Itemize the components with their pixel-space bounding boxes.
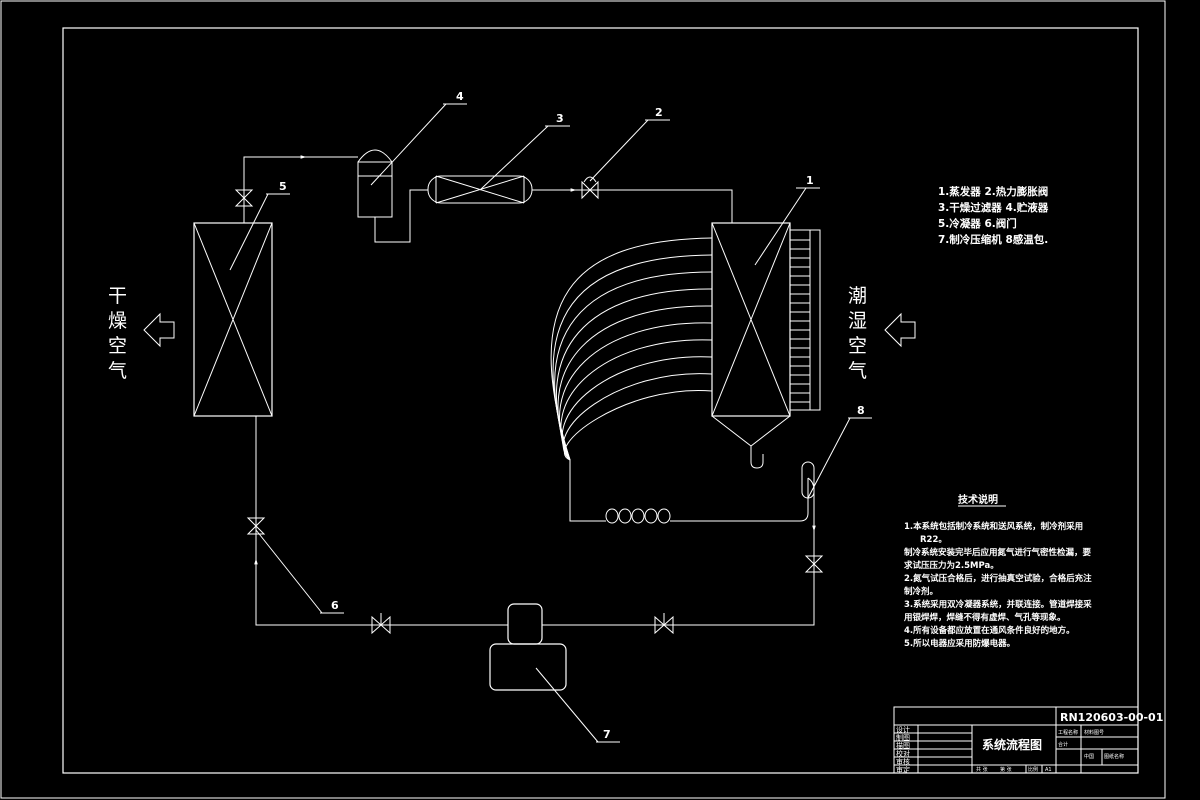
svg-text:共 张: 共 张: [976, 766, 988, 773]
svg-text:工程名称: 工程名称: [1058, 729, 1078, 736]
drawing-title: 系统流程图: [982, 737, 1042, 752]
svg-text:气: 气: [108, 360, 127, 382]
label-evaporator: 1: [806, 174, 814, 187]
distributor-capillaries: [550, 237, 713, 461]
svg-text:3.系统采用双冷凝器系统，并联连接。管道焊接采: 3.系统采用双冷凝器系统，并联连接。管道焊接采: [904, 599, 1092, 610]
svg-text:审定: 审定: [896, 765, 910, 774]
svg-text:制图: 制图: [896, 733, 910, 742]
svg-text:比例: 比例: [1028, 766, 1038, 773]
capillary-coil: [605, 508, 671, 524]
humid-air-arrow-icon: [884, 312, 916, 348]
dry-air-text: 干 燥 空 气: [108, 285, 127, 382]
svg-text:7.制冷压缩机 8感温包.: 7.制冷压缩机 8感温包.: [938, 233, 1048, 246]
label-drier-filter: 3: [556, 112, 564, 125]
condenser: [193, 222, 273, 417]
svg-text:空: 空: [848, 335, 867, 357]
svg-text:气: 气: [848, 360, 867, 382]
valve-compressor-inlet: [371, 613, 391, 635]
svg-text:校对: 校对: [896, 749, 910, 758]
svg-text:潮: 潮: [848, 285, 867, 307]
humid-air-text: 潮 湿 空 气: [848, 285, 867, 382]
evaporator-fins: [790, 239, 810, 403]
title-block: RN120603-00-01 系统流程图 设计 制图 描图 校对 审核 审定 工…: [893, 706, 1163, 774]
label-compressor: 7: [603, 728, 611, 741]
svg-text:合计: 合计: [1058, 741, 1068, 748]
piping: [243, 155, 816, 626]
label-sensing-bulb: 8: [857, 404, 865, 417]
valve-condenser-outlet: [234, 189, 254, 207]
component-legend: 1.蒸发器 2.热力膨胀阀 3.干燥过滤器 4.贮液器 5.冷凝器 6.阀门 7…: [938, 185, 1049, 246]
capillary-tube: [555, 288, 713, 461]
svg-text:制冷剂。: 制冷剂。: [904, 586, 938, 597]
svg-text:技术说明: 技术说明: [958, 493, 998, 506]
receiver: [357, 149, 393, 218]
valve-liquid-line: [246, 517, 266, 535]
expansion-valve: [581, 176, 599, 200]
capillary-tube: [561, 356, 713, 461]
label-receiver: 4: [456, 90, 464, 103]
svg-text:求试压压力为2.5MPa。: 求试压压力为2.5MPa。: [904, 560, 999, 571]
svg-text:燥: 燥: [108, 310, 127, 332]
evaporator: [711, 222, 821, 469]
svg-text:描图: 描图: [896, 741, 910, 750]
svg-text:R22。: R22。: [920, 535, 947, 545]
outer-border: [0, 0, 1166, 799]
svg-text:5.冷凝器 6.阀门: 5.冷凝器 6.阀门: [938, 217, 1017, 230]
svg-text:第 张: 第 张: [1000, 766, 1012, 773]
label-condenser: 5: [279, 180, 287, 193]
svg-text:4.所有设备都应放置在通风条件良好的地方。: 4.所有设备都应放置在通风条件良好的地方。: [904, 625, 1075, 636]
label-valve: 6: [331, 599, 339, 612]
svg-text:制冷系统安装完毕后应用氮气进行气密性检漏，要: 制冷系统安装完毕后应用氮气进行气密性检漏，要: [904, 547, 1092, 558]
drawing-frame: [62, 27, 1139, 774]
label-expansion-valve: 2: [655, 106, 663, 119]
valve-compressor-outlet: [654, 613, 674, 635]
compressor: [489, 603, 567, 691]
valve-suction: [804, 555, 824, 573]
capillary-tube: [559, 322, 713, 461]
svg-text:中国: 中国: [1084, 753, 1094, 760]
dry-air-arrow-icon: [143, 312, 175, 348]
capillary-tube: [560, 339, 713, 461]
capillary-tube: [563, 390, 713, 461]
capillary-tube: [550, 237, 713, 461]
svg-text:A1: A1: [1045, 767, 1052, 773]
svg-text:1.本系统包括制冷系统和送风系统，制冷剂采用: 1.本系统包括制冷系统和送风系统，制冷剂采用: [904, 521, 1083, 532]
svg-text:材料图号: 材料图号: [1084, 729, 1104, 736]
svg-text:设计: 设计: [896, 725, 910, 734]
svg-text:1.蒸发器 2.热力膨胀阀: 1.蒸发器 2.热力膨胀阀: [938, 185, 1048, 198]
svg-text:干: 干: [108, 285, 127, 307]
svg-text:3.干燥过滤器 4.贮液器: 3.干燥过滤器 4.贮液器: [938, 201, 1049, 214]
capillary-tube: [563, 373, 713, 461]
svg-text:图纸名称: 图纸名称: [1104, 753, 1124, 760]
technical-notes: 技术说明 1.本系统包括制冷系统和送风系统，制冷剂采用 R22。 制冷系统安装完…: [903, 493, 1092, 649]
svg-text:湿: 湿: [848, 310, 867, 332]
svg-text:5.所以电器应采用防爆电器。: 5.所以电器应采用防爆电器。: [904, 638, 1015, 649]
drawing-number: RN120603-00-01: [1060, 711, 1163, 724]
svg-text:2.氮气试压合格后，进行抽真空试验，合格后充注: 2.氮气试压合格后，进行抽真空试验，合格后充注: [904, 573, 1092, 584]
svg-text:空: 空: [108, 335, 127, 357]
svg-text:审核: 审核: [896, 757, 910, 766]
svg-text:用银焊焊，焊缝不得有虚焊、气孔等现象。: 用银焊焊，焊缝不得有虚焊、气孔等现象。: [903, 612, 1066, 623]
leader-lines: [229, 103, 872, 743]
